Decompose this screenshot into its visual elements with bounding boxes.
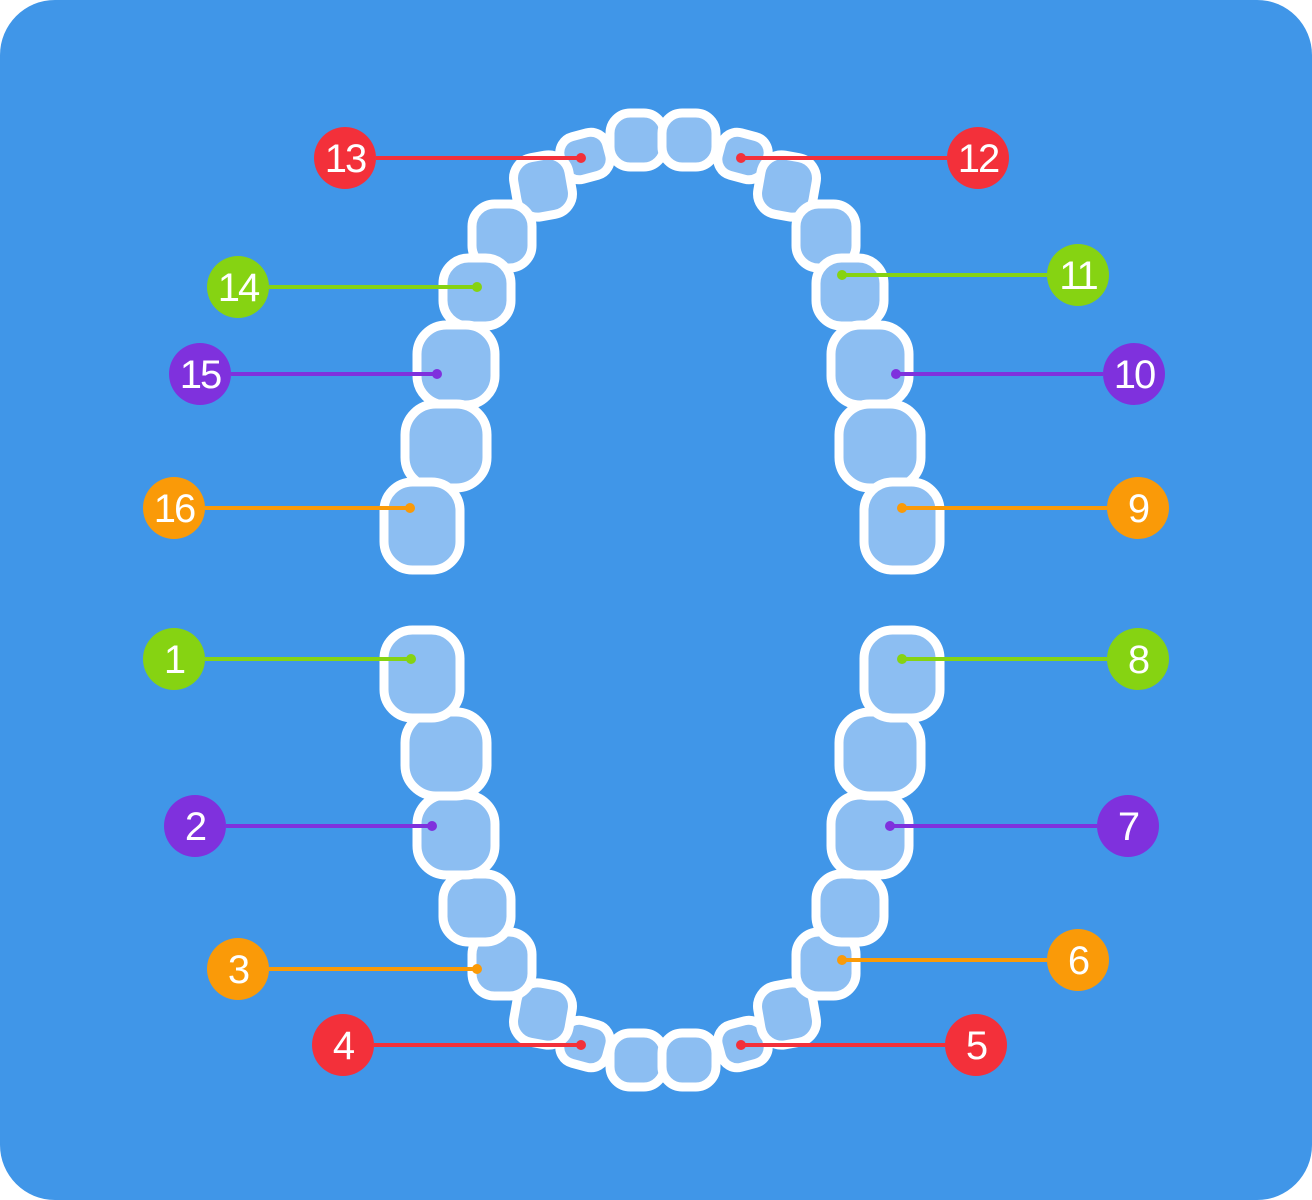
number-badge xyxy=(314,127,376,189)
tooth-marker-dot xyxy=(837,270,847,280)
callout-14: 14 xyxy=(207,256,482,318)
tooth xyxy=(811,253,889,331)
number-label: 13 xyxy=(325,137,366,181)
number-label: 9 xyxy=(1128,487,1149,531)
tooth-marker-dot xyxy=(891,369,901,379)
tooth-marker-dot xyxy=(837,955,847,965)
callout-1: 1 xyxy=(143,628,416,690)
tooth xyxy=(605,108,669,172)
number-label: 11 xyxy=(1059,254,1097,298)
tooth xyxy=(605,1028,669,1092)
number-label: 8 xyxy=(1128,638,1149,682)
number-label: 4 xyxy=(333,1024,355,1068)
number-badge xyxy=(1047,244,1109,306)
number-label: 12 xyxy=(958,137,999,181)
number-badge xyxy=(1097,795,1159,857)
teeth-group xyxy=(379,108,945,1092)
tooth-marker-dot xyxy=(576,153,586,163)
tooth xyxy=(379,625,465,723)
callout-6: 6 xyxy=(837,929,1109,991)
number-label: 5 xyxy=(966,1024,987,1068)
tooth-marker-dot xyxy=(472,964,482,974)
number-label: 14 xyxy=(218,266,260,310)
number-label: 16 xyxy=(154,487,195,531)
number-label: 2 xyxy=(185,805,206,849)
tooth xyxy=(400,399,492,493)
number-label: 1 xyxy=(164,638,185,682)
tooth xyxy=(826,320,914,410)
number-badge xyxy=(1107,628,1169,690)
tooth-marker-dot xyxy=(472,282,482,292)
tooth-marker-dot xyxy=(897,503,907,513)
number-badge xyxy=(947,127,1009,189)
number-label: 15 xyxy=(180,353,221,397)
number-badge xyxy=(1047,929,1109,991)
number-badge xyxy=(169,343,231,405)
callout-13: 13 xyxy=(314,127,586,189)
callout-8: 8 xyxy=(897,628,1169,690)
callout-7: 7 xyxy=(885,795,1159,857)
callout-11: 11 xyxy=(837,244,1109,306)
number-badge xyxy=(1107,477,1169,539)
tooth-marker-dot xyxy=(427,821,437,831)
callout-2: 2 xyxy=(164,795,437,857)
number-badge xyxy=(164,795,226,857)
callout-10: 10 xyxy=(891,343,1165,405)
tooth-marker-dot xyxy=(736,153,746,163)
tooth xyxy=(811,869,889,947)
callout-12: 12 xyxy=(736,127,1009,189)
tooth xyxy=(379,477,465,575)
number-label: 3 xyxy=(228,948,249,992)
tooth xyxy=(826,790,914,880)
tooth xyxy=(859,477,945,575)
number-label: 6 xyxy=(1068,939,1089,983)
tooth-marker-dot xyxy=(736,1040,746,1050)
tooth-marker-dot xyxy=(406,654,416,664)
tooth xyxy=(412,790,500,880)
tooth-marker-dot xyxy=(576,1040,586,1050)
tooth-marker-dot xyxy=(432,369,442,379)
number-badge xyxy=(143,477,205,539)
callouts-group: 13 12 14 11 15 10 16 9 1 8 2 7 3 6 4 5 xyxy=(143,127,1169,1076)
tooth xyxy=(657,1028,721,1092)
tooth xyxy=(834,399,926,493)
number-badge xyxy=(1103,343,1165,405)
number-badge xyxy=(143,628,205,690)
callout-5: 5 xyxy=(736,1014,1007,1076)
tooth xyxy=(400,707,492,801)
number-badge xyxy=(207,256,269,318)
callout-16: 16 xyxy=(143,477,415,539)
callout-4: 4 xyxy=(312,1014,586,1076)
callout-15: 15 xyxy=(169,343,442,405)
tooth-marker-dot xyxy=(897,654,907,664)
callout-3: 3 xyxy=(207,938,482,1000)
number-badge xyxy=(312,1014,374,1076)
callout-9: 9 xyxy=(897,477,1169,539)
tooth xyxy=(834,707,926,801)
tooth xyxy=(438,869,516,947)
tooth xyxy=(859,625,945,723)
tooth xyxy=(412,320,500,410)
number-badge xyxy=(207,938,269,1000)
number-label: 10 xyxy=(1114,353,1155,397)
tooth-marker-dot xyxy=(405,503,415,513)
tooth xyxy=(657,108,721,172)
tooth-marker-dot xyxy=(885,821,895,831)
number-label: 7 xyxy=(1118,805,1139,849)
number-badge xyxy=(945,1014,1007,1076)
